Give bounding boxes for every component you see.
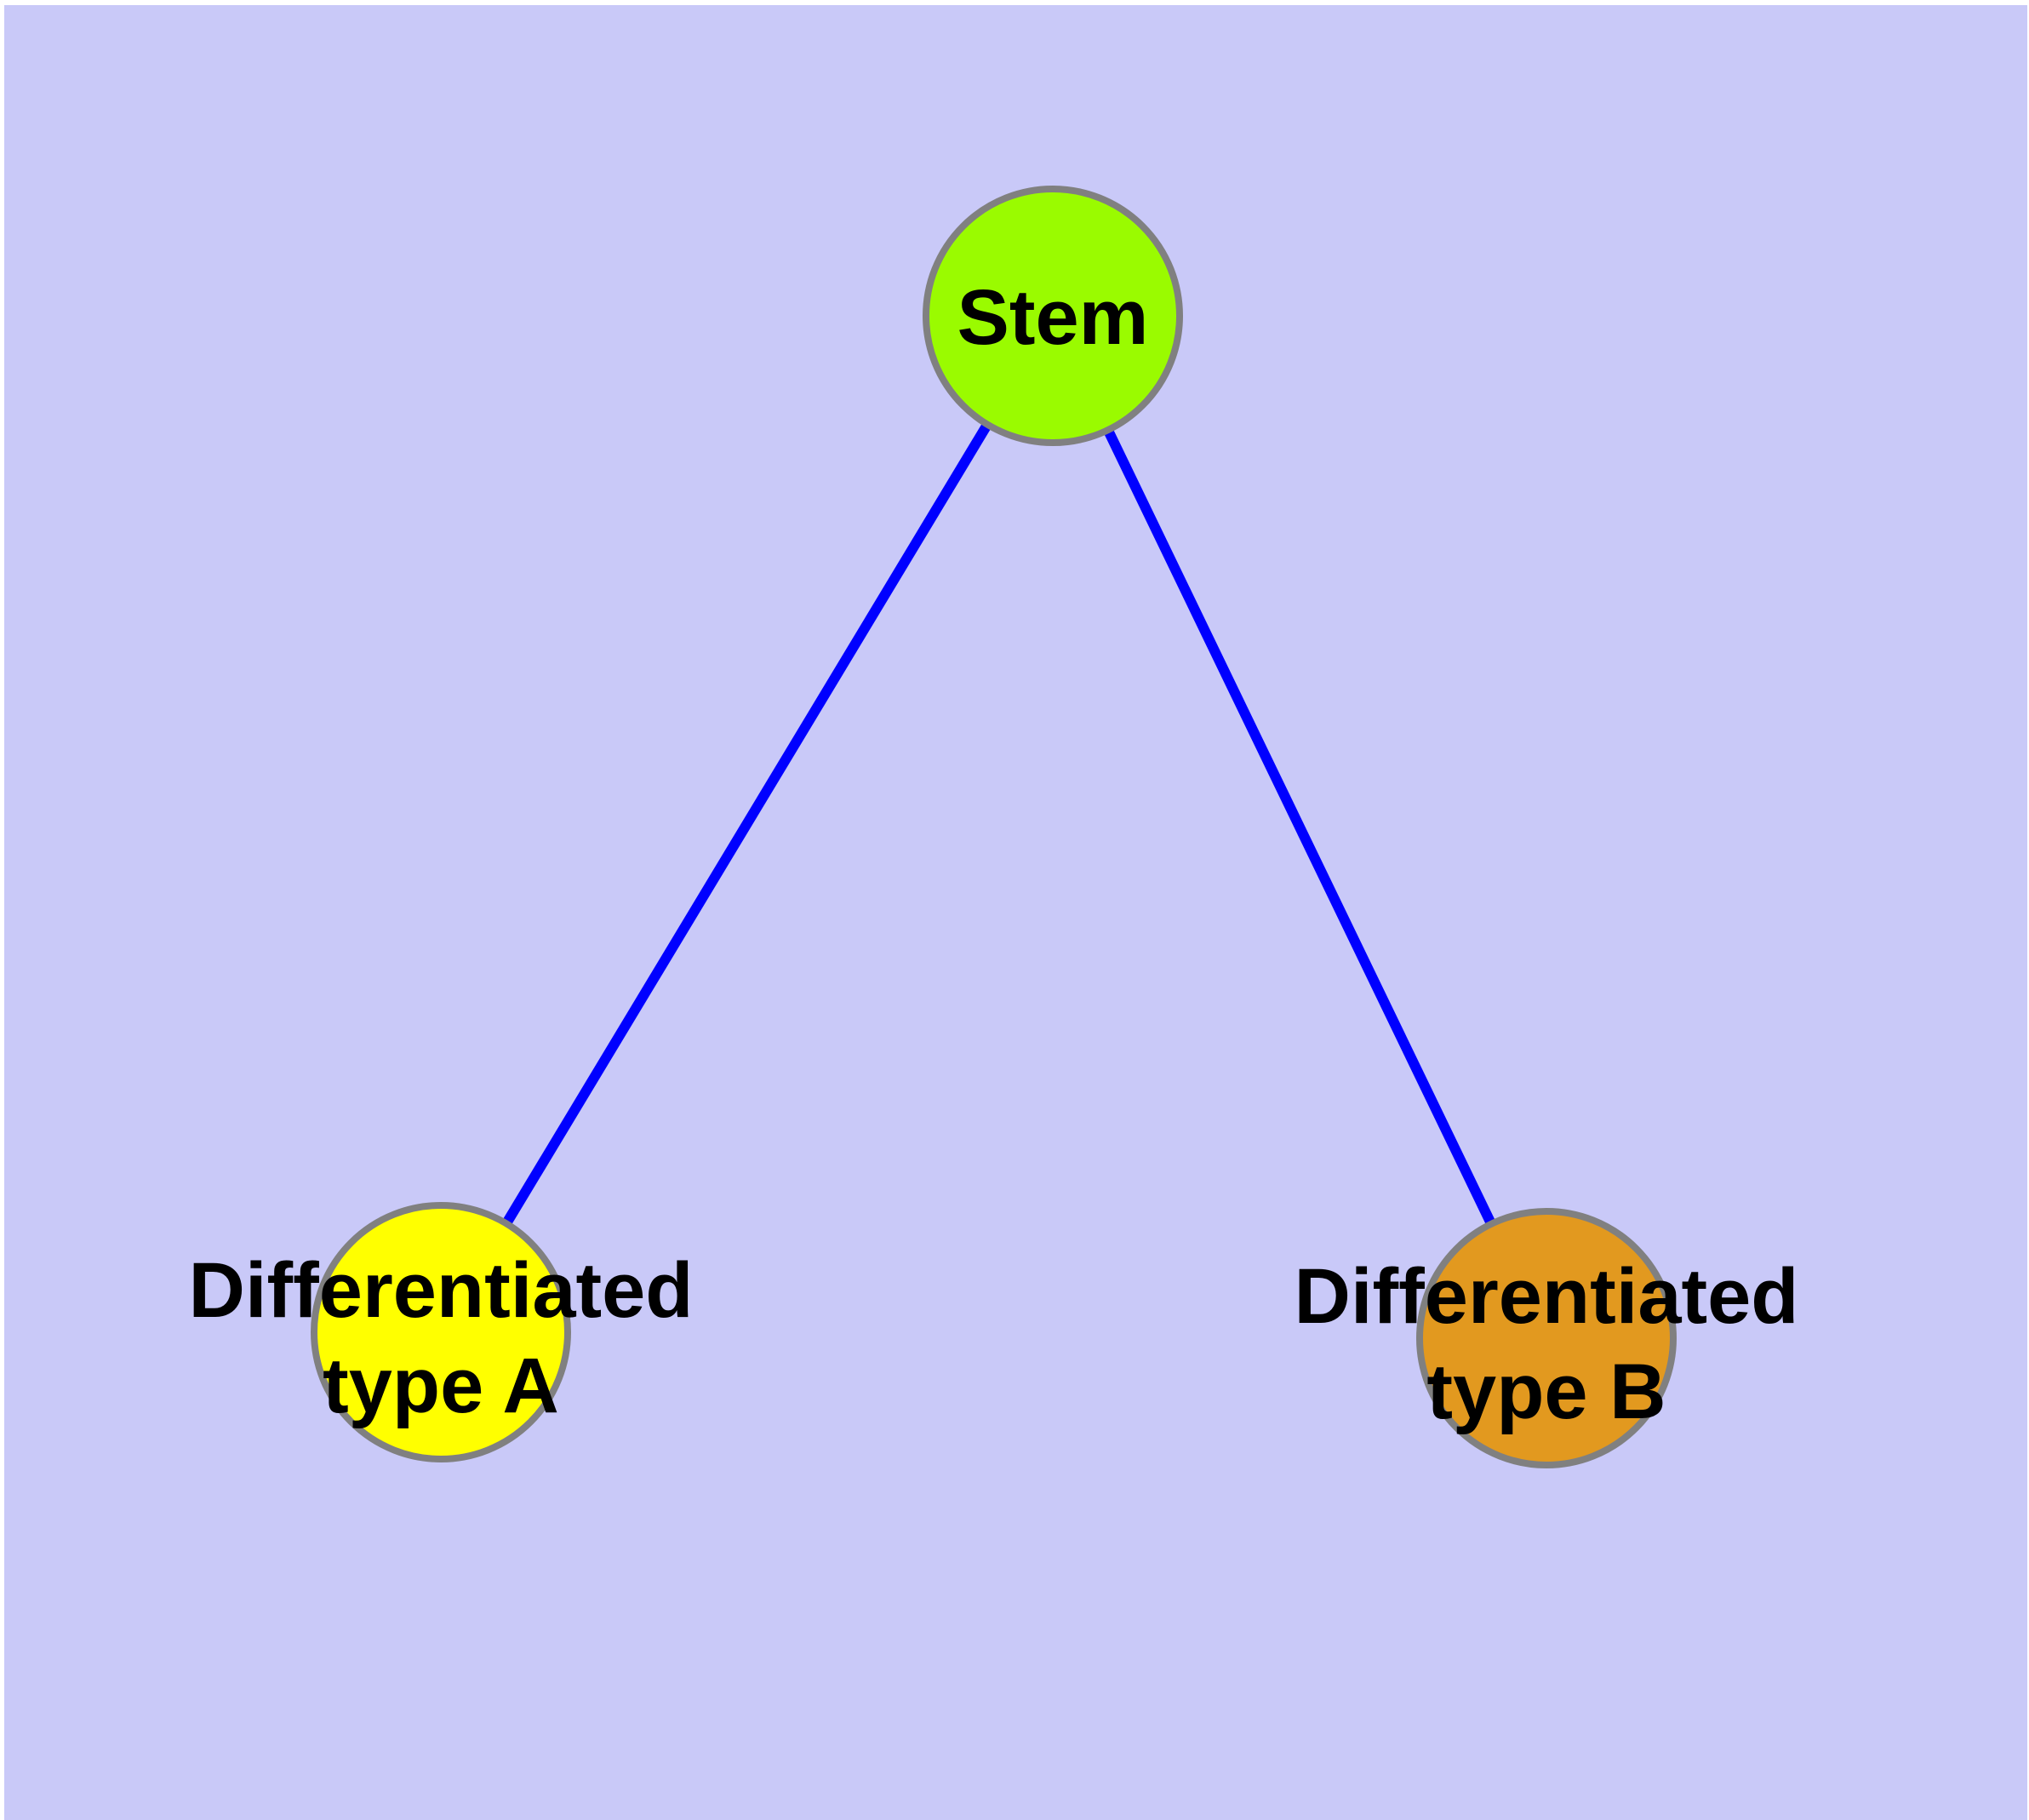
node-type-a-label-line1: Differentiated	[189, 1247, 694, 1334]
edge-stem-to-type-a	[436, 312, 1058, 1336]
node-stem	[923, 186, 1183, 446]
node-type-b-label-line2: type B	[1426, 1348, 1666, 1435]
edge-stem-to-type-b	[1048, 313, 1552, 1341]
node-type-b-label-line1: Differentiated	[1295, 1253, 1799, 1340]
node-differentiated-type-b	[1416, 1208, 1677, 1468]
node-type-a-label-line2: type A	[323, 1342, 559, 1429]
node-stem-label: Stem	[957, 274, 1149, 361]
node-differentiated-type-a	[311, 1202, 571, 1462]
